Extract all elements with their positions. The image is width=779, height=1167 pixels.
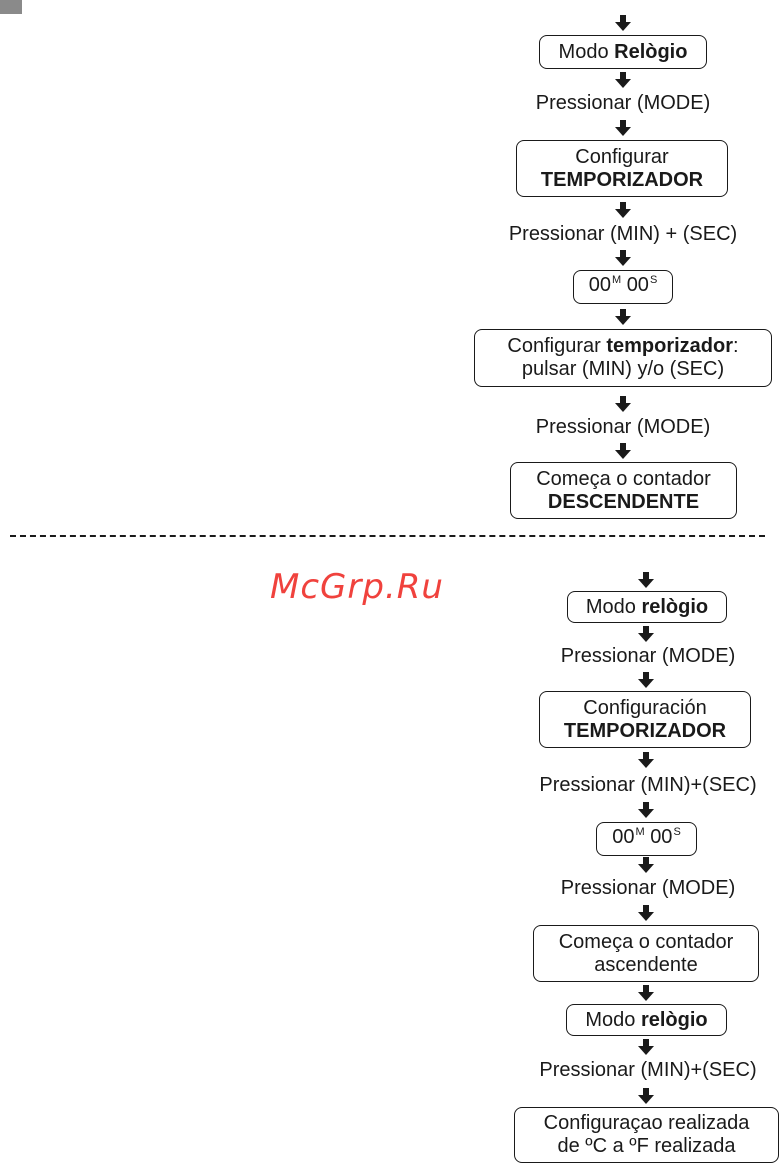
timer-press-mode-1: Pressionar (MODE) <box>535 92 711 114</box>
timer-setup-box: Configurar temporizador: pulsar (MIN) y/… <box>474 329 772 387</box>
timer-countdown-box: Começa o contador DESCENDENTE <box>510 462 737 519</box>
arrow-down-icon <box>638 752 654 768</box>
timer-setup-colon: : <box>733 335 739 357</box>
timer-countdown-line2: DESCENDENTE <box>547 490 700 513</box>
arrow-down-icon <box>615 120 631 136</box>
arrow-down-icon <box>638 802 654 818</box>
arrow-down-icon <box>615 443 631 459</box>
stopwatch-config-line2: TEMPORIZADOR <box>563 719 727 742</box>
stopwatch-countup-line1: Começa o contador <box>558 930 734 953</box>
timer-mode-bold: Relògio <box>614 40 688 63</box>
timer-setup-text: Configurar <box>507 335 607 357</box>
display-seconds-unit: S <box>673 826 681 838</box>
arrow-down-icon <box>638 626 654 642</box>
arrow-down-icon <box>638 905 654 921</box>
stopwatch-config-box: Configuración TEMPORIZADOR <box>539 691 751 748</box>
timer-press-min-sec: Pressionar (MIN) + (SEC) <box>508 223 738 245</box>
units-press-min-sec: Pressionar (MIN)+(SEC) <box>539 1059 757 1081</box>
timer-setup-bold: temporizador <box>606 335 734 357</box>
stopwatch-press-min-sec: Pressionar (MIN)+(SEC) <box>539 774 757 796</box>
timer-mode-text: Modo <box>558 40 615 63</box>
arrow-down-icon <box>615 396 631 412</box>
stopwatch-press-mode-1: Pressionar (MODE) <box>560 645 736 667</box>
units-mode-text: Modo <box>585 1008 641 1031</box>
stopwatch-press-mode-2: Pressionar (MODE) <box>560 877 736 899</box>
timer-config-box: Configurar TEMPORIZADOR <box>516 140 728 197</box>
display-minutes: 00 <box>588 274 611 296</box>
stopwatch-mode-box: Modo relògio <box>567 591 727 623</box>
timer-press-mode-2: Pressionar (MODE) <box>535 416 711 438</box>
units-done-line2: de ºC a ºF realizada <box>557 1135 736 1157</box>
stopwatch-display-box: 00M 00S <box>596 822 697 856</box>
units-mode-bold: relògio <box>640 1008 708 1031</box>
arrow-down-icon <box>638 1088 654 1104</box>
display-minutes-unit: M <box>611 274 622 286</box>
section-divider <box>10 535 765 537</box>
stopwatch-countup-line2: ascendente <box>594 953 698 976</box>
arrow-down-icon <box>615 72 631 88</box>
timer-display-box: 00M 00S <box>573 270 673 304</box>
stopwatch-mode-text: Modo <box>585 595 642 618</box>
timer-mode-box: Modo Relògio <box>539 35 707 69</box>
display-minutes-unit: M <box>635 826 645 838</box>
arrow-down-icon <box>615 202 631 218</box>
arrow-down-icon <box>638 672 654 688</box>
watermark: McGrp.Ru <box>270 567 444 607</box>
units-mode-box: Modo relògio <box>566 1004 727 1036</box>
arrow-down-icon <box>615 15 631 31</box>
arrow-down-icon <box>638 985 654 1001</box>
timer-setup-line2: pulsar (MIN) y/o (SEC) <box>521 358 725 380</box>
display-seconds-unit: S <box>649 274 658 286</box>
display-seconds: 00 <box>650 826 673 848</box>
stopwatch-config-line1: Configuración <box>583 696 707 719</box>
timer-config-line1: Configurar <box>575 145 669 168</box>
units-done-line1: Configuraçao realizada <box>543 1112 750 1134</box>
timer-countdown-line1: Começa o contador <box>536 467 711 490</box>
timer-config-line2: TEMPORIZADOR <box>540 168 704 191</box>
arrow-down-icon <box>638 1039 654 1055</box>
display-minutes: 00 <box>612 826 635 848</box>
corner-tab <box>0 0 22 14</box>
arrow-down-icon <box>615 309 631 325</box>
arrow-down-icon <box>615 250 631 266</box>
stopwatch-mode-bold: relògio <box>641 595 709 618</box>
arrow-down-icon <box>638 857 654 873</box>
units-done-box: Configuraçao realizada de ºC a ºF realiz… <box>514 1107 779 1163</box>
display-seconds: 00 <box>626 274 649 296</box>
stopwatch-countup-box: Começa o contador ascendente <box>533 925 759 982</box>
arrow-down-icon <box>638 572 654 588</box>
